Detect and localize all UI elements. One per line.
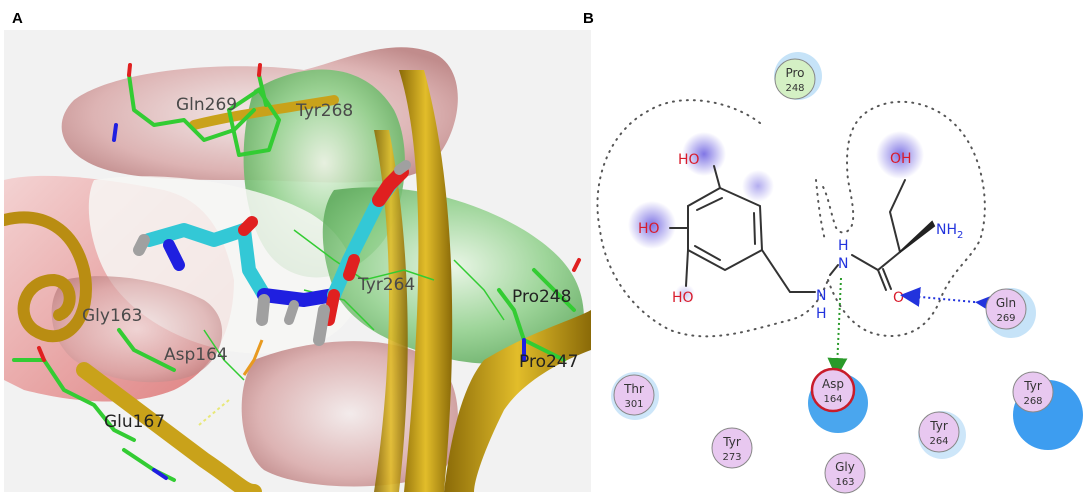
halo-oh4: [876, 131, 924, 179]
ribbon-loop-left: [4, 211, 92, 343]
residue-gly163: Gly 163: [824, 452, 866, 494]
label-tyr268: Tyr268: [295, 101, 353, 121]
atom-ho-2: HO: [638, 221, 660, 237]
svg-text:Gln: Gln: [996, 296, 1016, 310]
ribbon-lower-left: [76, 362, 262, 492]
label-glu167: Glu167: [104, 412, 165, 432]
halo-oh2: [628, 201, 676, 249]
atom-oh-4: OH: [890, 151, 912, 167]
label-gln269: Gln269: [176, 95, 237, 115]
wedge-bond: [899, 220, 936, 253]
hbond-to-asp164: [827, 277, 848, 378]
ligand-2d-bonds: [669, 165, 906, 293]
ribbon-strand-1: [399, 70, 453, 492]
panel-b-letter: B: [583, 10, 594, 27]
residue-gln269: Gln 269: [985, 288, 1036, 338]
label-pro247: Pro247: [519, 352, 578, 372]
svg-text:Asp: Asp: [822, 377, 844, 391]
interaction-2d-diagram: HO HO HO OH NH2 H N N H O Pro 248 Gln 26…: [596, 52, 1083, 494]
label-gly163: Gly163: [82, 306, 142, 326]
atom-h-top: H: [838, 238, 849, 254]
svg-text:248: 248: [785, 83, 804, 94]
svg-text:Thr: Thr: [623, 382, 644, 396]
svg-text:163: 163: [835, 477, 854, 488]
atom-nh2: NH2: [936, 222, 963, 241]
label-asp164: Asp164: [164, 345, 228, 365]
hetero-atom-ticks: [37, 63, 581, 480]
svg-text:268: 268: [1023, 396, 1042, 407]
residue-asp164: Asp 164: [808, 367, 868, 433]
atom-ho-1: HO: [678, 152, 700, 168]
svg-text:Gly: Gly: [835, 460, 855, 474]
svg-text:301: 301: [624, 399, 643, 410]
atom-n-bot: N: [816, 288, 826, 304]
residue-tyr273: Tyr 273: [711, 427, 753, 469]
halo-ring: [742, 170, 774, 202]
svg-text:273: 273: [722, 452, 741, 463]
pocket-outline: [596, 99, 986, 338]
label-tyr264: Tyr264: [357, 275, 415, 295]
label-pro248: Pro248: [512, 287, 571, 307]
ribbon-upper: [189, 95, 339, 130]
atom-n-top: N: [838, 256, 848, 272]
svg-text:269: 269: [996, 313, 1015, 324]
docking-3d-view: Gln269 Tyr268 Tyr264 Pro248 Pro247 Gly16…: [4, 30, 591, 492]
svg-text:164: 164: [823, 394, 842, 405]
hbond-dash-a: [198, 399, 230, 426]
svg-text:Pro: Pro: [785, 66, 804, 80]
ligand-3d: [133, 160, 411, 346]
residue-tyr264: Tyr 264: [918, 411, 966, 459]
hbond-to-gln269: [900, 286, 996, 314]
ligand-orange-link: [242, 339, 264, 376]
panel-a-letter: A: [12, 10, 23, 27]
residue-thr301: Thr 301: [611, 372, 659, 420]
ribbon-strand-2: [374, 130, 408, 492]
svg-text:264: 264: [929, 436, 948, 447]
atom-h-bot: H: [816, 306, 827, 322]
svg-text:Tyr: Tyr: [722, 435, 741, 449]
residue-pro248: Pro 248: [774, 52, 822, 100]
atom-ho-3: HO: [672, 290, 694, 306]
halo-oh3: [675, 284, 695, 304]
svg-text:Tyr: Tyr: [929, 419, 948, 433]
atom-o-carbonyl: O: [893, 290, 904, 306]
surface-pink-left-mid: [51, 276, 223, 383]
pocket-inner-notch: [815, 179, 826, 241]
halo-oh1: [682, 132, 726, 176]
residue-tyr268: Tyr 268: [1012, 371, 1083, 450]
svg-text:Tyr: Tyr: [1023, 379, 1042, 393]
